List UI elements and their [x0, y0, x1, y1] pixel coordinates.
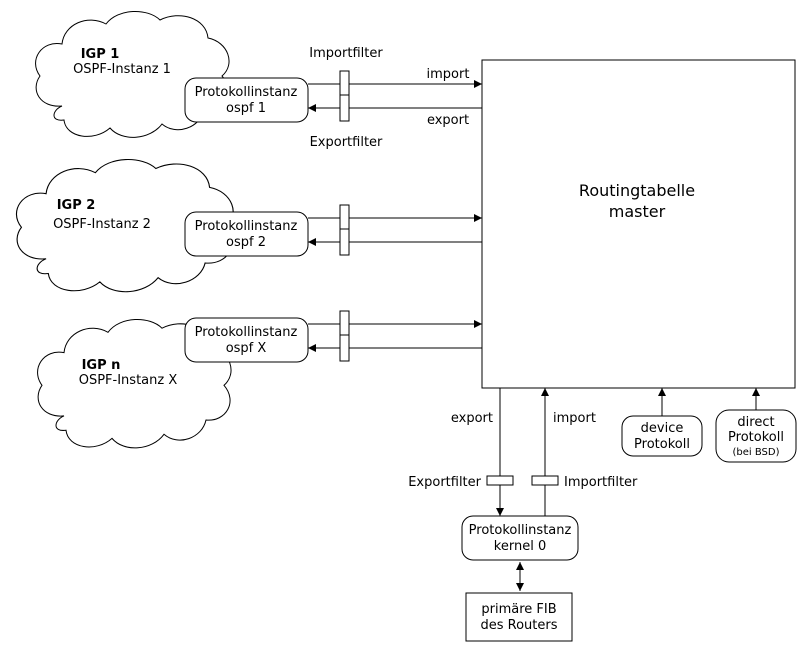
protocol-box-outline — [184, 211, 309, 257]
label-exportfilter-bottom: Exportfilter — [408, 475, 481, 490]
ospfX-wires — [308, 320, 482, 352]
protocol-box-line1: Protokollinstanz — [195, 325, 298, 340]
label-import-top: import — [427, 67, 470, 82]
fib-box-line1: primäre FIB — [481, 602, 556, 617]
protocol-box-line1: Protokollinstanz — [469, 523, 572, 538]
protocol-box-kernel: Protokollinstanz kernel 0 — [461, 515, 579, 561]
label-importfilter-top: Importfilter — [309, 46, 383, 61]
cloud-title: IGP 1 — [81, 47, 120, 62]
master-title-line1: Routingtabelle — [579, 181, 695, 200]
master-title-line2: master — [609, 202, 666, 221]
cloud-igp-n: IGP n OSPF-Instanz X — [37, 318, 232, 449]
protocol-box-ospf2: Protokollinstanz ospf 2 — [184, 211, 309, 257]
cloud-subtitle: OSPF-Instanz X — [79, 373, 178, 388]
protocol-box-outline — [184, 317, 309, 363]
cloud-title: IGP n — [82, 358, 121, 373]
protocol-box-outline — [621, 415, 703, 457]
protocol-box-line1: Protokollinstanz — [195, 85, 298, 100]
cloud-subtitle: OSPF-Instanz 1 — [73, 62, 171, 77]
protocol-box-line2: ospf X — [226, 341, 267, 356]
label-export-bottom: export — [451, 411, 493, 426]
protocol-box-outline — [184, 77, 309, 123]
protocol-box-ospfX: Protokollinstanz ospf X — [184, 317, 309, 363]
cloud-title: IGP 2 — [57, 198, 96, 213]
direct-box-line2: Protokoll — [728, 430, 784, 445]
fib-box-outline — [465, 592, 573, 642]
importfilter-box-kernel — [531, 475, 559, 486]
exportfilter-box-kernel — [486, 475, 514, 486]
exportfilter-box-ospf2 — [339, 228, 350, 256]
fib-box: primäre FIB des Routers — [465, 592, 573, 642]
device-box-line2: Protokoll — [634, 437, 690, 452]
cloud-shape — [35, 10, 230, 138]
importfilter-box-ospf2 — [339, 204, 350, 232]
direct-box-line3: (bei BSD) — [733, 447, 780, 458]
importfilter-box-ospfX — [339, 310, 350, 338]
protocol-box-line1: Protokollinstanz — [195, 219, 298, 234]
exportfilter-box-ospf1 — [339, 94, 350, 122]
cloud-igp-1: IGP 1 OSPF-Instanz 1 — [35, 10, 230, 138]
cloud-igp-2: IGP 2 OSPF-Instanz 2 — [15, 159, 234, 293]
protocol-box-line2: ospf 2 — [226, 235, 266, 250]
direct-protocol-box: direct Protokoll (bei BSD) — [715, 409, 797, 463]
device-protocol-box: device Protokoll — [621, 415, 703, 457]
fib-box-line2: des Routers — [480, 618, 557, 633]
master-box — [481, 59, 796, 389]
label-exportfilter-top: Exportfilter — [310, 135, 383, 150]
ospf1-wires — [308, 80, 482, 112]
master-routing-table: Routingtabelle master — [481, 59, 796, 389]
ospf2-wires — [308, 214, 482, 246]
cloud-subtitle: OSPF-Instanz 2 — [53, 217, 151, 232]
protocol-box-line2: kernel 0 — [494, 539, 546, 554]
label-export-top: export — [427, 113, 469, 128]
direct-box-line1: direct — [737, 415, 774, 430]
device-box-line1: device — [641, 421, 684, 436]
label-importfilter-bottom: Importfilter — [564, 475, 638, 490]
protocol-box-line2: ospf 1 — [226, 101, 266, 116]
protocol-box-outline — [461, 515, 579, 561]
protocol-box-ospf1: Protokollinstanz ospf 1 — [184, 77, 309, 123]
importfilter-box-ospf1 — [339, 70, 350, 98]
label-import-bottom: import — [553, 411, 596, 426]
cloud-shape — [15, 159, 234, 293]
protocol-box-outline — [715, 409, 797, 463]
exportfilter-box-ospfX — [339, 334, 350, 362]
